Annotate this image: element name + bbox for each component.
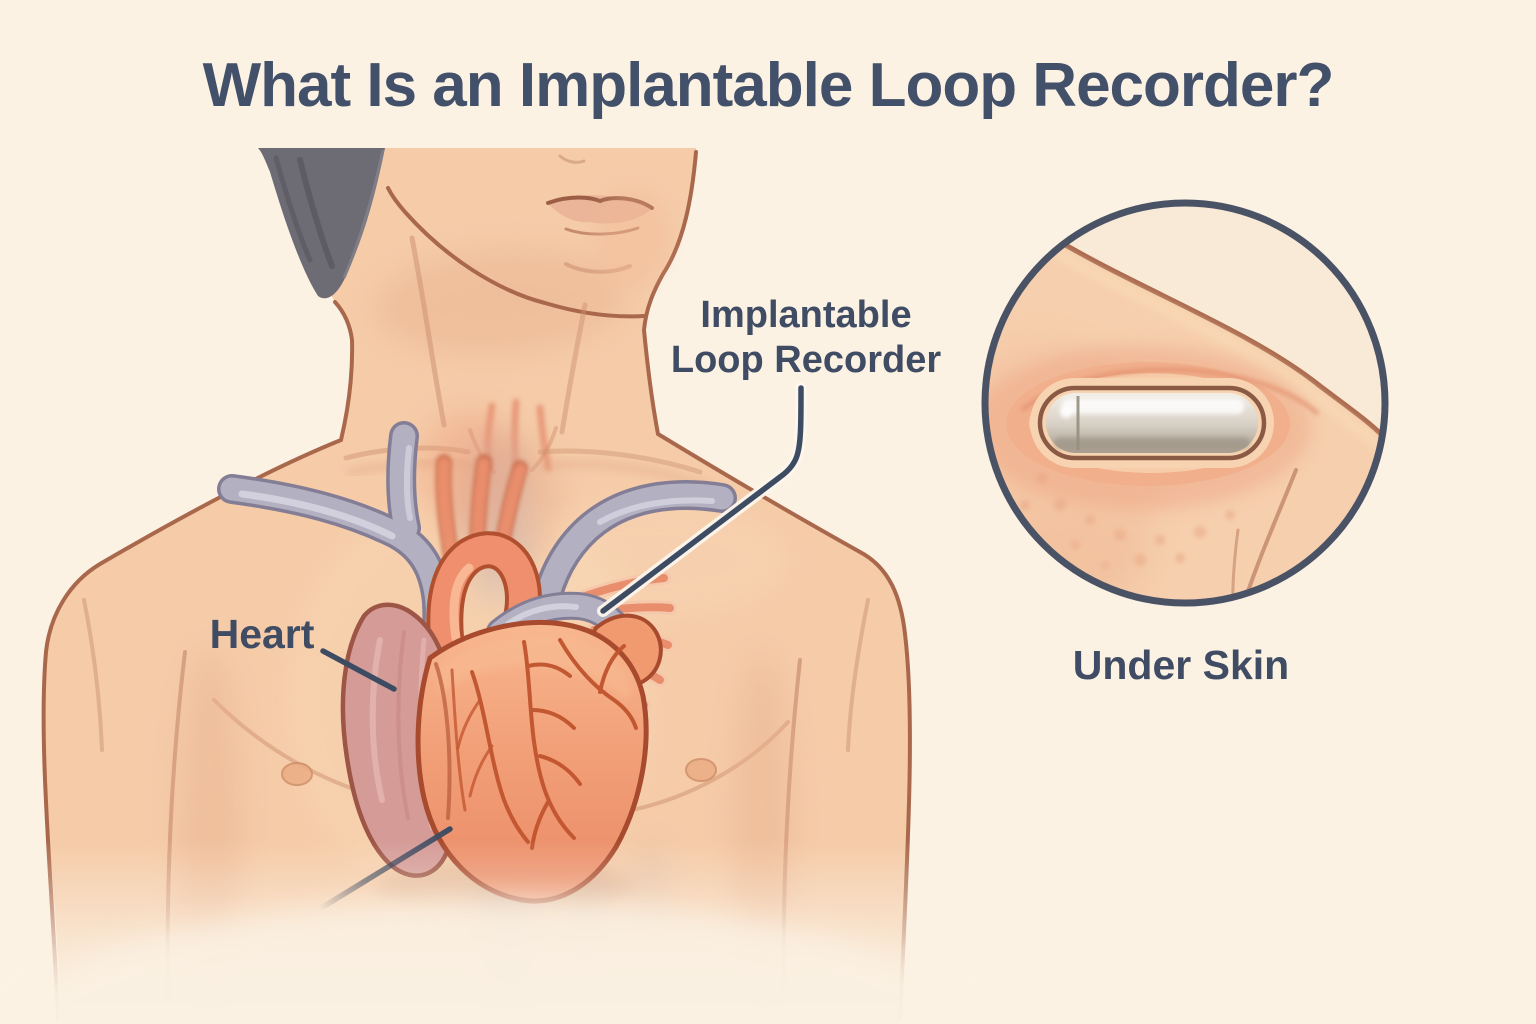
device-label: Implantable Loop Recorder xyxy=(671,293,941,383)
nipple-right xyxy=(685,758,717,782)
device-highlight xyxy=(1062,399,1244,414)
hair xyxy=(258,148,385,299)
inset-border xyxy=(981,199,1389,607)
inset-under-skin xyxy=(981,199,1389,607)
loop-recorder-device xyxy=(1030,378,1274,468)
face xyxy=(386,154,670,319)
page-title: What Is an Implantable Loop Recorder? xyxy=(202,51,1335,120)
leader-lines xyxy=(310,382,807,916)
device-outline-ring xyxy=(1037,385,1267,461)
cheek-blush xyxy=(594,188,670,288)
device-label-line1: Implantable xyxy=(700,294,912,336)
coronary-arteries xyxy=(450,638,638,850)
torso-outline-right xyxy=(641,150,912,1022)
device-label-line2: Loop Recorder xyxy=(670,339,942,381)
inset-caption: Under Skin xyxy=(1072,642,1290,688)
apex-leader-line xyxy=(310,826,453,916)
heart-label: Heart xyxy=(209,611,315,657)
jawline xyxy=(386,186,646,319)
heart-leader-line xyxy=(320,648,397,692)
inset-skin-contour xyxy=(1047,233,1383,441)
torso-outline-left xyxy=(41,300,355,1022)
nostril-shadow xyxy=(558,154,586,164)
device-leader-line xyxy=(600,385,804,614)
nipple-left xyxy=(281,762,313,786)
